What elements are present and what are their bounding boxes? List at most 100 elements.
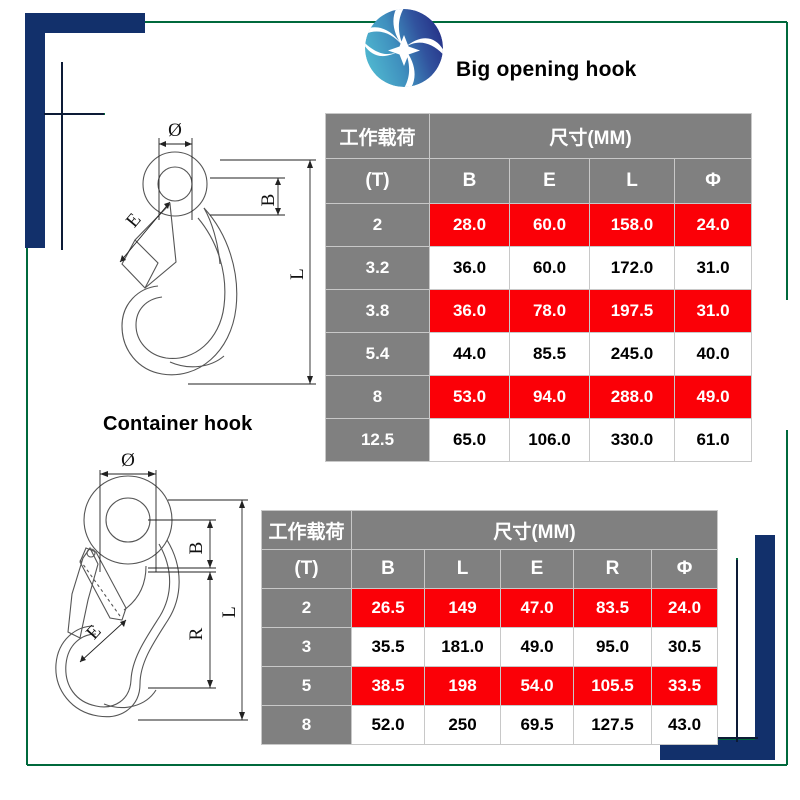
header-unit-tons: (T) [325, 158, 430, 204]
hook-inner-curve [65, 543, 171, 708]
cell-load: 8 [325, 375, 430, 419]
cell-phi: 24.0 [650, 588, 719, 628]
dim-r [148, 571, 216, 689]
cell-load: 12.5 [325, 418, 430, 462]
header-dimensions: 尺寸(MM) [350, 510, 719, 550]
dim-label-e: E [122, 209, 146, 231]
cell-load: 5.4 [325, 332, 430, 376]
table-row: 5 38.5 198 54.0 105.5 33.5 [261, 666, 719, 706]
cell-load: 5 [261, 666, 352, 706]
logo-center-star [388, 35, 420, 66]
header-col-b: B [429, 158, 510, 204]
cell-load: 2 [325, 203, 430, 247]
hook-latch-arm [79, 547, 127, 621]
cell-b: 52.0 [351, 705, 425, 745]
dim-diameter [158, 138, 193, 220]
dim-e [119, 201, 171, 263]
cell-r: 127.5 [573, 705, 652, 745]
cell-e: 54.0 [500, 666, 574, 706]
cell-r: 83.5 [573, 588, 652, 628]
header-col-b: B [351, 549, 425, 589]
cell-e: 49.0 [500, 627, 574, 667]
dim-label-l: L [287, 268, 308, 280]
header-working-load: 工作载荷 [261, 510, 352, 550]
header-col-l: L [424, 549, 501, 589]
header-col-l: L [589, 158, 675, 204]
header-dimensions: 尺寸(MM) [429, 113, 752, 159]
dim-label-e: E [82, 621, 105, 644]
table-row: 8 52.0 250 69.5 127.5 43.0 [261, 705, 719, 745]
cell-l: 288.0 [589, 375, 675, 419]
hook-eye-bore [157, 166, 193, 202]
table-row: 3.2 36.0 60.0 172.0 31.0 [325, 246, 752, 290]
cell-b: 26.5 [351, 588, 425, 628]
green-cross-top-left [40, 62, 105, 250]
table-header-row-cols: (T) B L E R Φ [261, 549, 719, 589]
cell-l: 197.5 [589, 289, 675, 333]
cell-b: 53.0 [429, 375, 510, 419]
table-row: 3.8 36.0 78.0 197.5 31.0 [325, 289, 752, 333]
dim-label-diameter: Ø [121, 450, 135, 471]
header-col-e: E [500, 549, 574, 589]
cell-b: 65.0 [429, 418, 510, 462]
cell-e: 85.5 [509, 332, 590, 376]
container-hook-drawing: Ø B R E L [55, 450, 248, 721]
table-row: 3 35.5 181.0 49.0 95.0 30.5 [261, 627, 719, 667]
hook-latch-pivot [86, 548, 96, 558]
cell-b: 36.0 [429, 246, 510, 290]
cell-e: 60.0 [509, 203, 590, 247]
dim-e [79, 619, 127, 663]
cell-l: 181.0 [424, 627, 501, 667]
big-opening-hook-title: Big opening hook [456, 58, 637, 81]
cell-load: 8 [261, 705, 352, 745]
cell-r: 105.5 [573, 666, 652, 706]
dim-label-b: B [186, 542, 207, 555]
cell-load: 3.8 [325, 289, 430, 333]
cell-phi: 33.5 [650, 666, 719, 706]
cell-phi: 40.0 [674, 332, 752, 376]
cell-e: 60.0 [509, 246, 590, 290]
cell-phi: 43.0 [650, 705, 719, 745]
table-header-row-cols: (T) B E L Φ [325, 158, 752, 204]
cell-phi: 24.0 [674, 203, 752, 247]
cell-load: 3 [261, 627, 352, 667]
hook-eye-bore [105, 497, 151, 543]
cell-e: 69.5 [500, 705, 574, 745]
cell-phi: 49.0 [674, 375, 752, 419]
dim-label-b: B [258, 194, 279, 207]
cell-b: 36.0 [429, 289, 510, 333]
cell-e: 94.0 [509, 375, 590, 419]
cell-phi: 61.0 [674, 418, 752, 462]
cell-load: 2 [261, 588, 352, 628]
cell-phi: 31.0 [674, 246, 752, 290]
dim-l [138, 499, 248, 721]
header-working-load: 工作载荷 [325, 113, 430, 159]
big-opening-hook-drawing: Ø B E L [119, 122, 316, 385]
dim-b [210, 177, 285, 216]
cell-b: 28.0 [429, 203, 510, 247]
header-unit-tons: (T) [261, 549, 352, 589]
table-row: 5.4 44.0 85.5 245.0 40.0 [325, 332, 752, 376]
big-opening-hook-table: 工作载荷 尺寸(MM) (T) B E L Φ 2 28.0 60.0 158.… [325, 113, 752, 462]
container-hook-title: Container hook [103, 413, 253, 435]
header-col-r: R [573, 549, 652, 589]
header-col-phi: Φ [674, 158, 752, 204]
navy-bracket-bottom-right [660, 535, 775, 760]
cell-phi: 31.0 [674, 289, 752, 333]
hook-inner-curve [135, 217, 226, 359]
cell-load: 3.2 [325, 246, 430, 290]
cell-l: 245.0 [589, 332, 675, 376]
dim-diameter [99, 470, 157, 572]
dim-l [188, 159, 316, 385]
hook-main-curve [121, 207, 238, 376]
cell-l: 250 [424, 705, 501, 745]
header-col-e: E [509, 158, 590, 204]
dim-label-l: L [219, 606, 240, 618]
table-header-row-group: 工作载荷 尺寸(MM) [261, 510, 719, 550]
cell-b: 35.5 [351, 627, 425, 667]
cell-e: 78.0 [509, 289, 590, 333]
cell-l: 198 [424, 666, 501, 706]
cell-b: 38.5 [351, 666, 425, 706]
dim-b [148, 519, 216, 569]
table-row: 12.5 65.0 106.0 330.0 61.0 [325, 418, 752, 462]
